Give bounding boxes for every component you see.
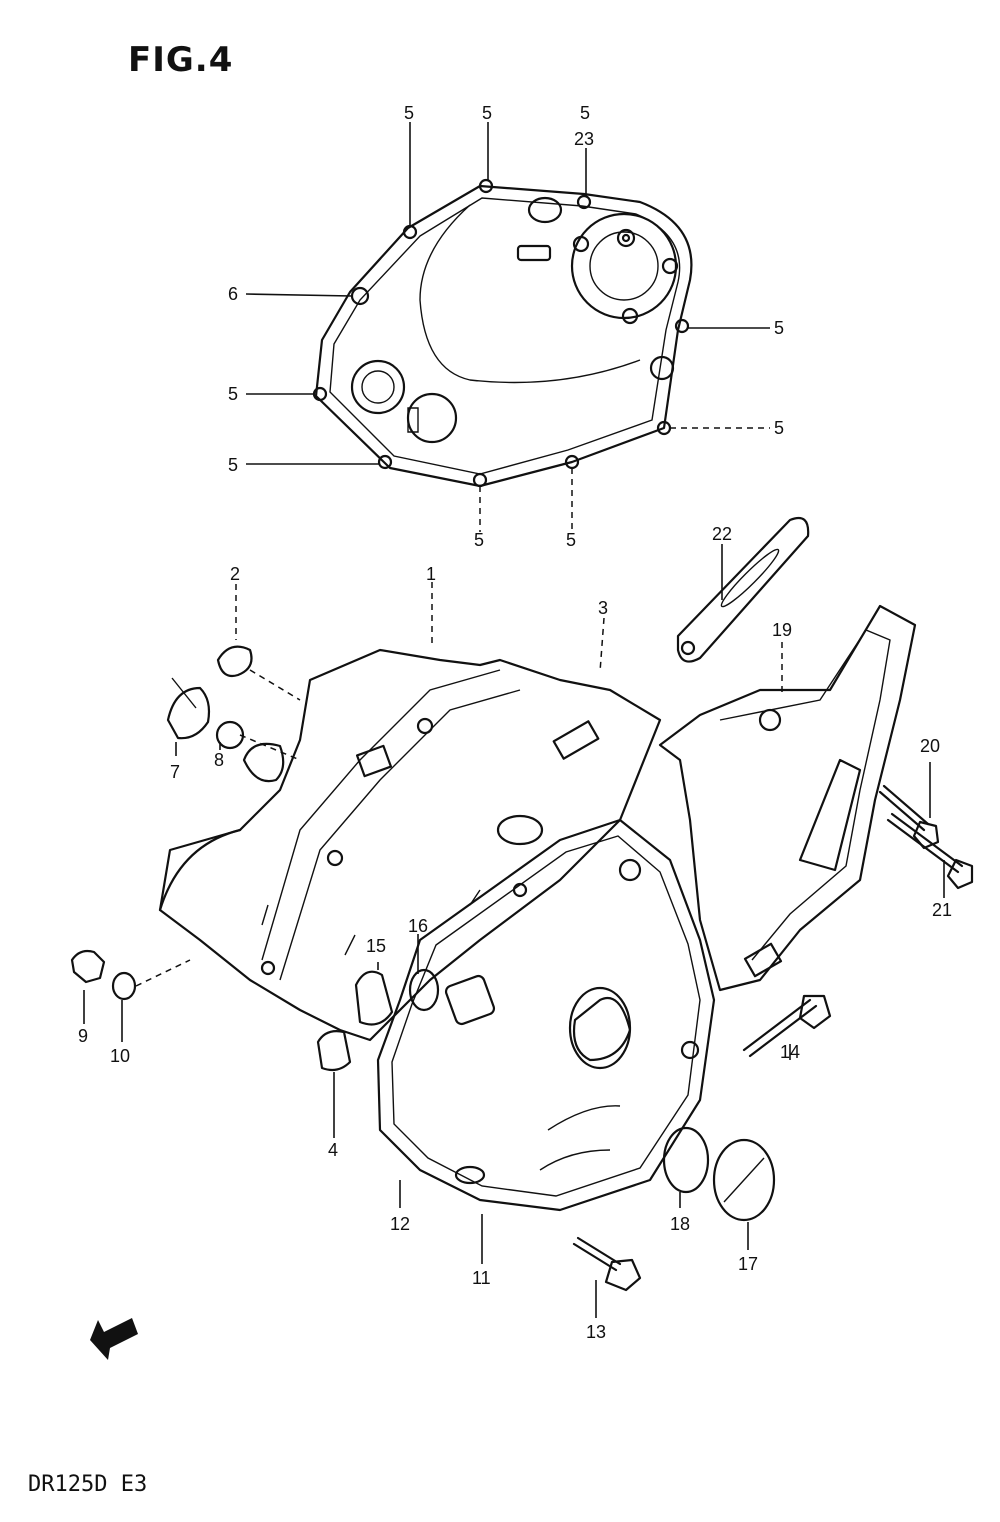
callout-11: 11 [472,1268,491,1288]
model-code: DR125D E3 [28,1472,148,1497]
cap-small [242,742,285,783]
callout-20: 20 [920,736,940,756]
callout-10: 10 [110,1046,130,1066]
callout-5: 5 [228,384,238,404]
leader-lines [83,122,945,1318]
bolt-21 [886,812,974,890]
o-ring-16 [408,968,440,1012]
callout-5: 5 [228,455,238,475]
figure-title: FIG.4 [128,40,234,80]
bolt-14 [742,994,832,1058]
washer-10 [111,971,137,1001]
callout-12: 12 [390,1214,410,1234]
callout-1: 1 [426,564,436,584]
clutch-cover-outer [312,178,693,488]
bolt-20 [878,784,940,850]
sprocket-cover [658,604,917,992]
callout-17: 17 [738,1254,758,1274]
callout-18: 18 [670,1214,690,1234]
callout-9: 9 [78,1026,88,1046]
callout-5: 5 [474,530,484,550]
plug-9 [70,949,106,984]
o-ring-18 [662,1126,710,1194]
callout-2: 2 [230,564,240,584]
callout-3: 3 [598,598,608,618]
callout-19: 19 [772,620,792,640]
callout-5: 5 [482,103,492,123]
callout-4: 4 [328,1140,338,1160]
callout-22: 22 [712,524,732,544]
callout-8: 8 [214,750,224,770]
cap-17 [712,1138,776,1222]
pin-4 [316,1030,352,1072]
oil-plug [166,677,211,740]
callout-5: 5 [566,530,576,550]
callout-6: 6 [228,284,238,304]
fwd-arrow-icon [90,1318,138,1360]
callout-13: 13 [586,1322,606,1342]
callouts: 5 5 5 23 6 5 5 5 5 5 5 22 2 1 3 19 7 8 2… [78,103,952,1342]
callout-15: 15 [366,936,386,956]
bolt-13 [572,1236,642,1292]
callout-21: 21 [932,900,952,920]
callout-16: 16 [408,916,428,936]
callout-23: 23 [574,129,594,149]
callout-5: 5 [404,103,414,123]
callout-7: 7 [170,762,180,782]
crankcase-cover-right [376,818,716,1212]
callout-5: 5 [580,103,590,123]
callout-5: 5 [774,418,784,438]
dowel-15 [354,970,394,1026]
inspection-cap [216,645,253,678]
cover-plate [676,516,810,663]
o-ring-8 [215,720,245,750]
crankcase-cover-left [158,648,662,1042]
callout-14: 14 [780,1042,800,1062]
callout-5: 5 [774,318,784,338]
